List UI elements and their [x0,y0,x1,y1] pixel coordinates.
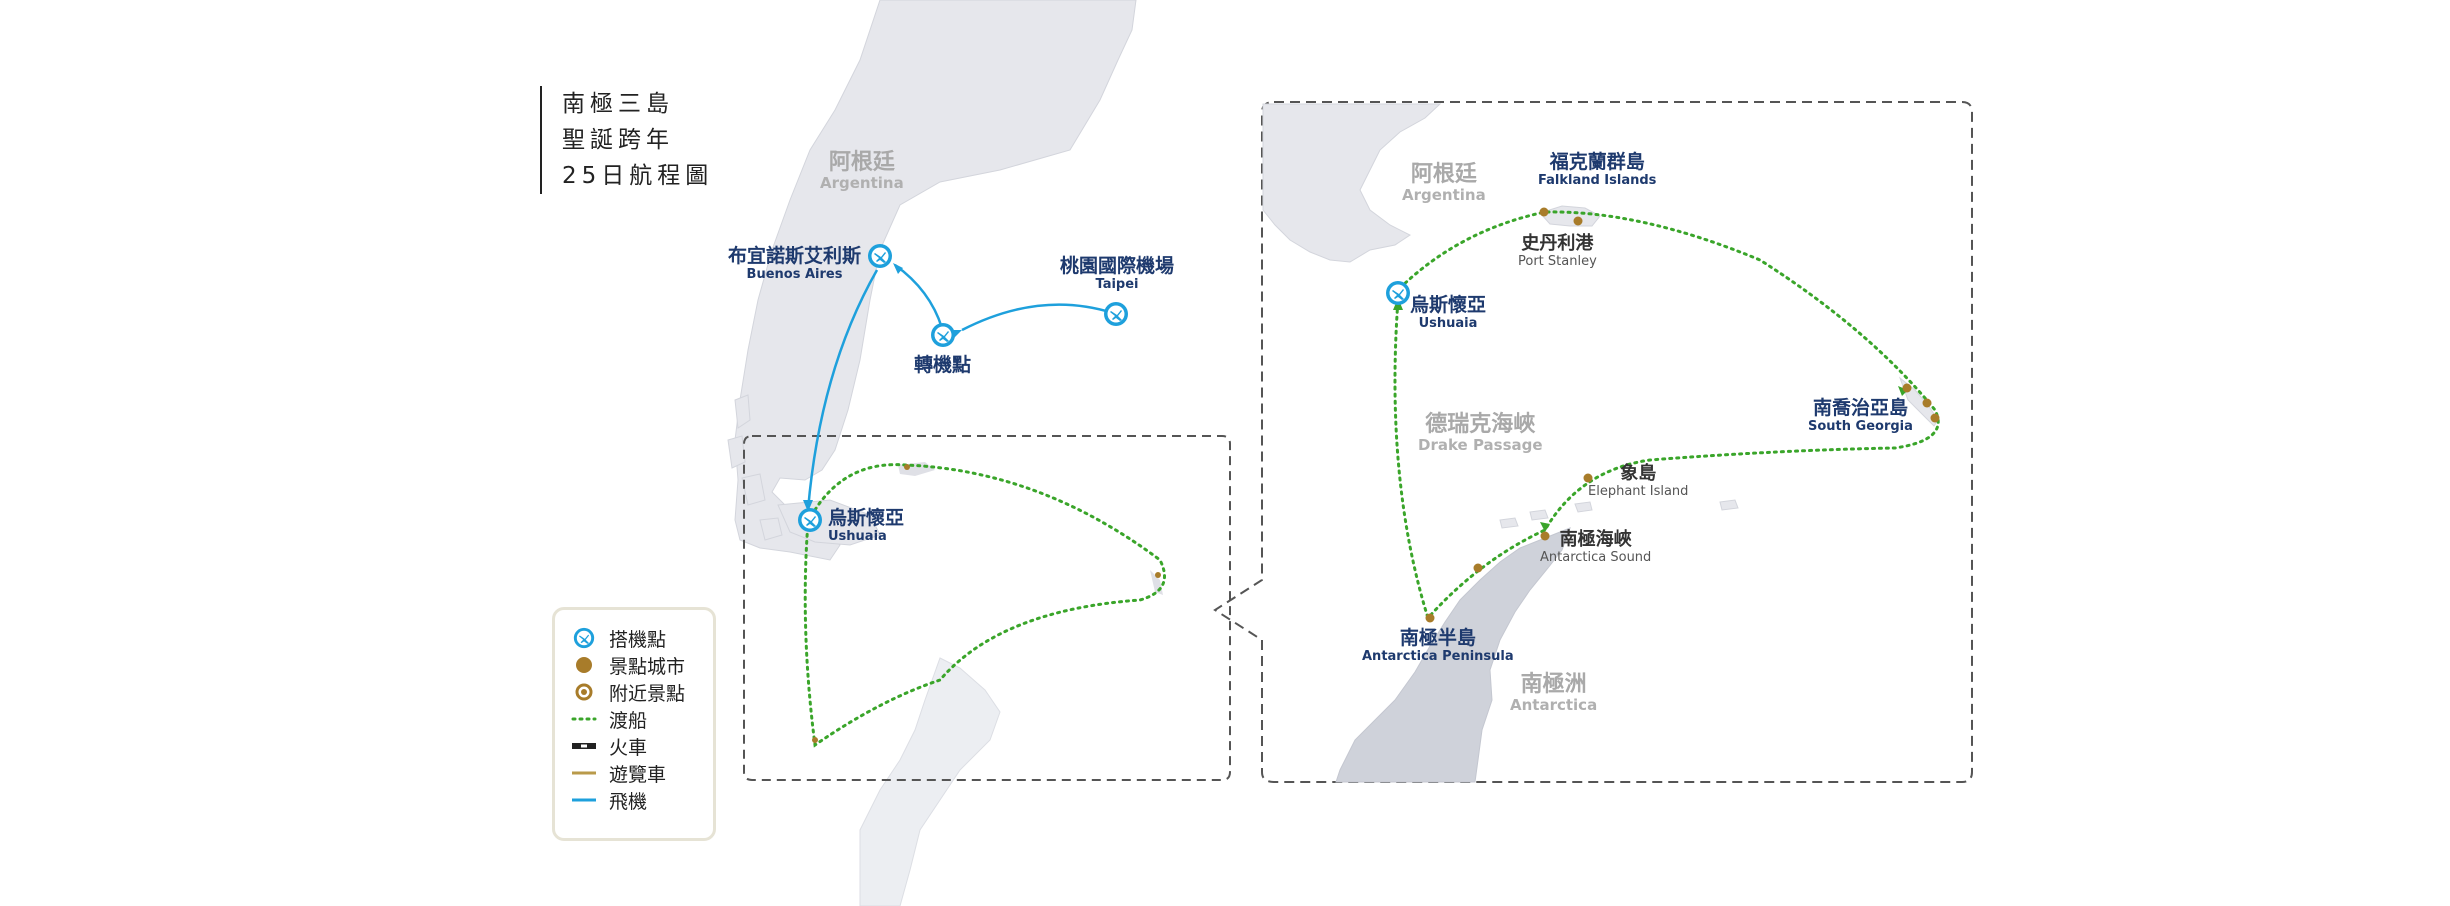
legend-item-flight: 飛機 [571,788,648,813]
map-title: 南極三島 聖誕跨年 25日航程圖 [540,86,713,194]
ferry-line-icon [571,707,597,731]
city-label-ushuaia-main: 烏斯懷亞 Ushuaia [828,507,905,544]
main-falkland-dot [904,464,910,470]
inset-south-shetlands [1499,499,1739,529]
airport-icon-taipei [1104,302,1128,326]
legend-item-train: 火車 [571,734,648,759]
legend-label: 搭機點 [609,628,667,651]
inset-tierra-del-fuego [1262,103,1442,263]
flight-transfer-buenos-aires [894,263,944,329]
flight-routes [806,263,1114,511]
legend-item-coach: 遊覽車 [571,761,667,786]
spot-label-elephant-island: 象島 Elephant Island [1588,463,1689,499]
chile-archipelago [727,394,783,541]
region-label-drake-passage: 德瑞克海峽 Drake Passage [1418,412,1543,455]
legend-label: 附近景點 [609,682,686,705]
legend-label: 飛機 [609,790,648,813]
region-label-argentina-main: 阿根廷 Argentina [820,150,904,193]
flight-taipei-transfer [961,303,1114,332]
airport-icon-ushuaia-inset [1386,281,1410,305]
inset-spot-markers [1425,207,1940,623]
south-georgia-dot-3 [1930,413,1940,423]
antarctic-peninsula-small [859,657,1001,906]
city-label-falkland: 福克蘭群島 Falkland Islands [1538,151,1657,188]
city-label-ushuaia-inset: 烏斯懷亞 Ushuaia [1410,294,1487,331]
antarctic-peninsula-dot-2 [1425,613,1435,623]
city-label-taipei: 桃園國際機場 Taipei [1060,255,1175,292]
airport-icon-buenos-aires [868,244,892,268]
legend-label: 景點城市 [609,655,686,678]
legend-item-airport: 搭機點 [571,626,667,651]
falkland-spot-dot-2 [1573,216,1583,226]
inset-antarctic-peninsula [1335,527,1571,783]
legend-label: 渡船 [609,709,648,732]
title-line-3: 25日航程圖 [562,163,714,189]
attraction-city-icon [571,653,597,677]
flight-buenos-aires-ushuaia [806,269,879,511]
region-label-antarctica: 南極洲 Antarctica [1510,672,1598,715]
main-peninsula-dot [812,737,818,743]
city-label-buenos-aires: 布宜諾斯艾利斯 Buenos Aires [728,245,862,282]
spot-label-port-stanley: 史丹利港 Port Stanley [1518,233,1597,269]
spot-label-antarctic-sound: 南極海峽 Antarctica Sound [1540,529,1652,565]
falkland-spot-dot-1 [1539,207,1549,217]
legend-label: 遊覽車 [609,763,667,786]
city-label-transfer: 轉機點 [914,354,972,376]
main-spot-markers [812,464,1161,743]
title-line-1: 南極三島 [562,91,674,117]
elephant-island-dot [1583,473,1593,483]
legend-item-ferry: 渡船 [571,707,648,732]
nearby-spot-icon [571,680,597,704]
region-label-argentina-inset: 阿根廷 Argentina [1402,162,1486,205]
train-line-icon [571,734,597,758]
coach-line-icon [571,761,597,785]
south-georgia-dot-2 [1922,398,1932,408]
main-south-georgia-dot [1155,572,1161,578]
inset-falkland-islands [1539,205,1601,227]
airport-icon-transfer [931,323,955,347]
south-georgia-dot-1 [1902,383,1912,393]
ferry-route-main [803,463,1166,748]
title-line-2: 聖誕跨年 [562,127,674,153]
antarctic-sound-dot [1540,531,1550,541]
city-label-south-georgia: 南喬治亞島 South Georgia [1808,397,1913,434]
main-map-zoom-frame [743,435,1231,781]
map-legend: 搭機點 景點城市 附近景點 渡船 火車 遊覽車 飛機 [552,607,716,841]
airport-icon [571,626,597,650]
flight-line-icon [571,788,597,812]
inset-zoom-frame [1213,101,1973,783]
legend-label: 火車 [609,736,648,759]
city-label-antarctic-peninsula: 南極半島 Antarctica Peninsula [1362,627,1514,664]
legend-item-nearby-spot: 附近景點 [571,680,686,705]
airport-icon-ushuaia-main [798,508,822,532]
legend-item-attraction-city: 景點城市 [571,653,686,678]
antarctic-peninsula-dot-1 [1473,563,1483,573]
